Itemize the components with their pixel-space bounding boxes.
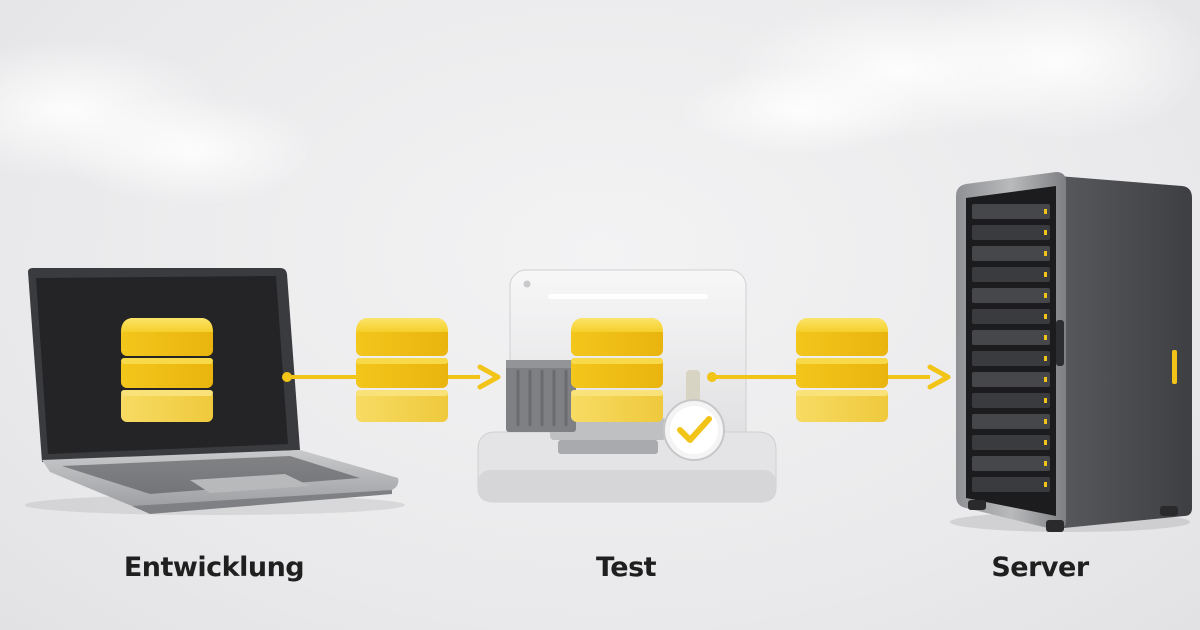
server-unit [972, 393, 1050, 408]
arrow-right-icon [927, 364, 951, 390]
server-unit [972, 456, 1050, 471]
server-status-led [1044, 314, 1047, 319]
arrow-right-icon [477, 364, 501, 390]
cloud-decoration-right [680, 0, 1200, 155]
cloud-decoration-left [0, 40, 320, 205]
server-unit [972, 435, 1050, 450]
server-units [972, 204, 1050, 492]
server-status-led [1044, 251, 1047, 256]
server-rack-icon [950, 172, 1192, 532]
stage-label-server: Server [991, 552, 1089, 583]
server-unit [972, 246, 1050, 261]
server-unit [972, 351, 1050, 366]
server-unit [972, 309, 1050, 324]
server-status-led [1044, 335, 1047, 340]
server-status-led [1044, 272, 1047, 277]
stage-label-test: Test [595, 552, 657, 583]
server-status-led [1044, 398, 1047, 403]
server-status-led [1044, 377, 1047, 382]
server-status-led [1044, 230, 1047, 235]
shipping-container-icon [506, 360, 576, 432]
server-status-led [1044, 482, 1047, 487]
server-status-led [1044, 293, 1047, 298]
server-unit [972, 204, 1050, 219]
server-unit [972, 225, 1050, 240]
server-unit [972, 288, 1050, 303]
stage-label-dev: Entwicklung [123, 552, 305, 583]
server-unit [972, 330, 1050, 345]
server-status-led [1044, 440, 1047, 445]
server-status-led [1044, 209, 1047, 214]
laptop-icon [25, 268, 405, 515]
stacked-blocks-icon-transit-1 [356, 318, 448, 422]
server-status-led [1044, 419, 1047, 424]
server-unit [972, 477, 1050, 492]
stacked-blocks-icon-test [571, 318, 663, 422]
server-status-led [1044, 461, 1047, 466]
checkmark-icon [663, 399, 725, 461]
server-unit [972, 267, 1050, 282]
server-unit [972, 372, 1050, 387]
server-status-led [1044, 356, 1047, 361]
stacked-blocks-icon-transit-2 [796, 318, 888, 422]
server-unit [972, 414, 1050, 429]
stacked-blocks-icon-dev [121, 318, 213, 422]
